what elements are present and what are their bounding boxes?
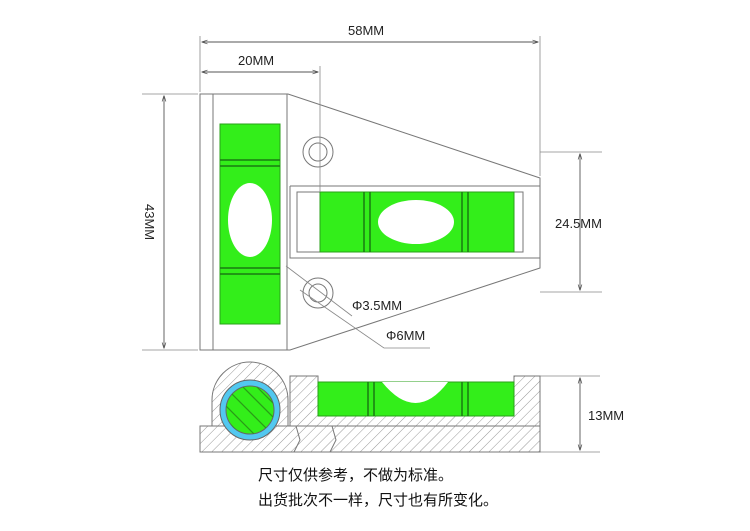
dim-24-5mm-label: 24.5MM — [555, 216, 602, 231]
upper-hole — [302, 136, 334, 168]
left-slot — [212, 93, 288, 351]
dim-20mm-label: 20MM — [238, 53, 274, 68]
dim-13mm-label: 13MM — [588, 408, 624, 423]
dim-58mm-label: 58MM — [348, 23, 384, 38]
dim-small-hole-label: Φ3.5MM — [352, 298, 402, 313]
vertical-vial — [219, 123, 281, 325]
note-line-2: 出货批次不一样，尺寸也有所变化。 — [258, 491, 499, 509]
right-slot — [289, 185, 540, 259]
side-view — [199, 361, 541, 453]
round-vial-core — [225, 385, 275, 435]
note-line-1: 尺寸仅供参考，不做为标准。 — [258, 466, 454, 484]
horizontal-vial — [319, 191, 515, 253]
body-outline — [199, 93, 541, 351]
dimension-lines — [142, 36, 602, 453]
dim-large-hole-label: Φ6MM — [386, 328, 425, 343]
dim-43mm-label: 43MM — [142, 204, 157, 240]
